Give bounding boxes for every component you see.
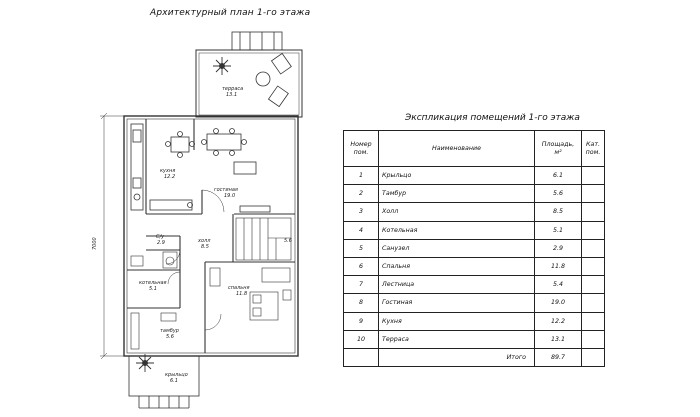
dimension-label: 7000 — [92, 237, 98, 250]
bathroom-fixtures — [162, 251, 178, 269]
bedroom-area: 11.8 — [236, 291, 247, 297]
door-swings — [165, 189, 225, 331]
living-label: гостиная — [214, 187, 238, 193]
total-label: Итого — [378, 347, 535, 368]
interior-walls — [127, 119, 295, 353]
boiler-label: котельная — [139, 280, 167, 286]
header-area: Площадь,м² — [534, 130, 582, 167]
header-name: Наименование — [378, 130, 535, 167]
kitchen-label: кухня — [160, 168, 175, 174]
bath-label: С/у — [156, 234, 165, 240]
terrace-label: терраса — [222, 86, 243, 92]
terrace — [195, 31, 303, 118]
dimension-line — [100, 112, 124, 360]
staircase — [235, 217, 292, 261]
boiler-area: 5.1 — [149, 286, 157, 292]
kitchen-furniture — [130, 123, 195, 211]
porch — [128, 354, 200, 409]
header-cat: Кат.пом. — [581, 130, 605, 167]
table-total-row: Итого 89.7 — [343, 347, 605, 368]
kitchen-area: 12.2 — [164, 174, 175, 180]
living-furniture — [201, 128, 271, 213]
bedroom-furniture — [209, 267, 292, 321]
hall-area: 8.5 — [201, 244, 209, 250]
stair-area: 5.6 — [284, 238, 292, 244]
vestibule-label: тамбур — [160, 328, 179, 334]
vestibule-area: 5.6 — [166, 334, 174, 340]
living-area: 19.0 — [224, 193, 235, 199]
plant-icon — [136, 354, 154, 372]
outer-walls — [123, 115, 299, 357]
bath-area: 2.9 — [157, 240, 165, 246]
floor-plan: 7000 терраса 13.1 кухня 12.2 гостиная 19… — [92, 31, 303, 409]
boiler-fixtures — [130, 255, 177, 350]
plant-icon — [213, 57, 231, 75]
explication-title: Экспликация помещений 1-го этажа — [405, 113, 580, 123]
terrace-area: 13.1 — [226, 92, 237, 98]
bedroom-label: спальня — [228, 285, 250, 291]
plan-title: Архитектурный план 1-го этажа — [150, 8, 311, 18]
porch-area: 6.1 — [170, 378, 178, 384]
hall-label: холл — [197, 238, 211, 244]
porch-label: крыльцо — [165, 372, 188, 378]
total-value: 89.7 — [534, 347, 582, 368]
